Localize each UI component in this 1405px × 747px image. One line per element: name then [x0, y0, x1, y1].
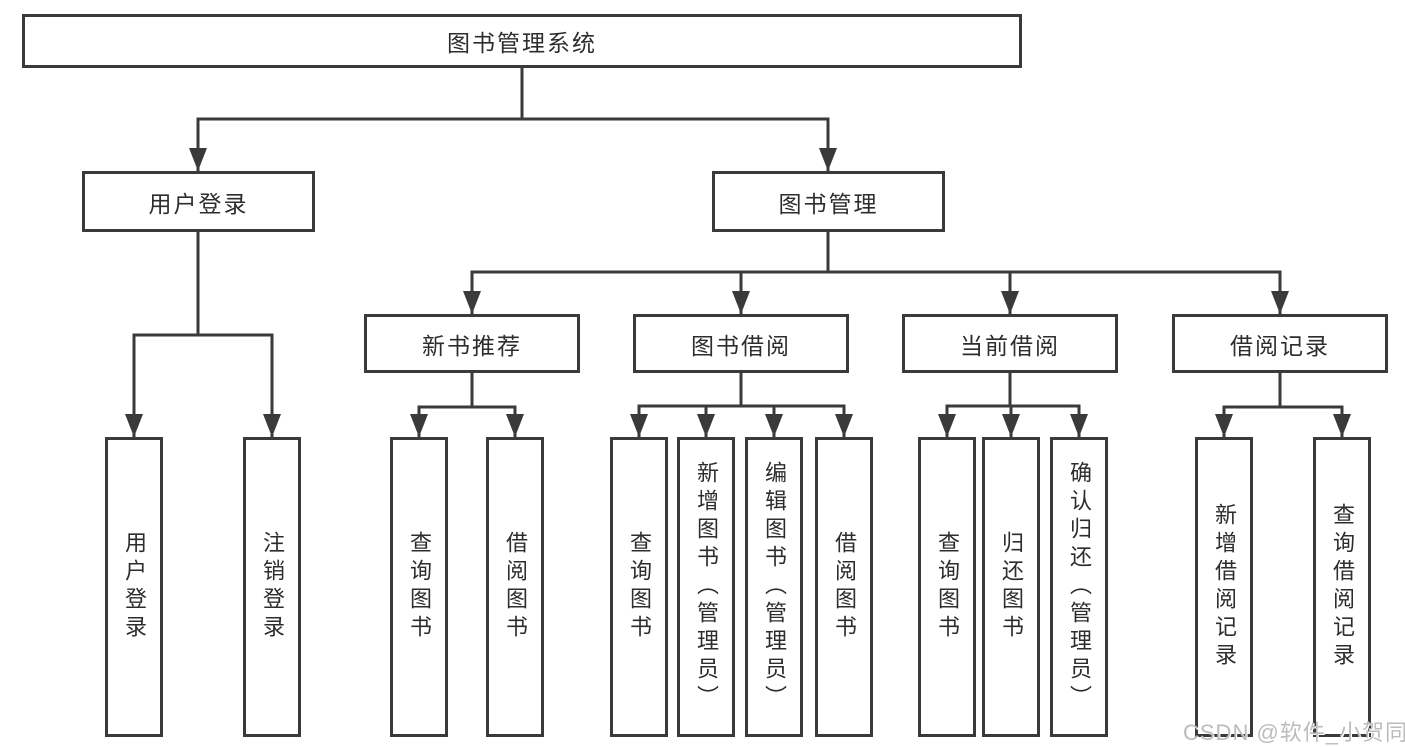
leaf-bb-edit-books-admin: 编辑图书（管理员）	[745, 437, 803, 737]
leaf-logout: 注销登录	[243, 437, 301, 737]
node-label: 查询图书	[407, 531, 432, 643]
node-new-book-recommendation: 新书推荐	[364, 314, 580, 373]
leaf-br-query-record: 查询借阅记录	[1313, 437, 1371, 737]
node-label: 新增图书（管理员）	[694, 461, 719, 713]
watermark: CSDN @软件_小贺同学	[1183, 720, 1405, 745]
node-user-login: 用户登录	[82, 171, 315, 232]
leaf-cb-confirm-return-admin: 确认归还（管理员）	[1050, 437, 1108, 737]
node-current-borrowing: 当前借阅	[902, 314, 1118, 373]
node-label: 注销登录	[260, 531, 285, 643]
node-label: 当前借阅	[960, 332, 1060, 359]
node-label: 查询图书	[935, 531, 960, 643]
node-label: 图书管理系统	[447, 30, 597, 56]
leaf-nbr-borrow-books: 借阅图书	[486, 437, 544, 737]
leaf-bb-borrow-books: 借阅图书	[815, 437, 873, 737]
node-label: 查询借阅记录	[1330, 503, 1355, 671]
leaf-bb-add-books-admin: 新增图书（管理员）	[677, 437, 735, 737]
node-label: 图书管理	[778, 190, 879, 217]
node-label: 用户登录	[122, 531, 147, 643]
leaf-cb-query-books: 查询图书	[918, 437, 976, 737]
leaf-bb-query-books: 查询图书	[610, 437, 668, 737]
node-book-borrowing: 图书借阅	[633, 314, 849, 373]
node-label: 借阅图书	[832, 531, 857, 643]
node-label: 用户登录	[148, 190, 249, 217]
leaf-nbr-query-books: 查询图书	[390, 437, 448, 737]
node-label: 借阅记录	[1230, 332, 1330, 359]
leaf-br-add-record: 新增借阅记录	[1195, 437, 1253, 737]
node-label: 新书推荐	[422, 332, 522, 359]
node-label: 确认归还（管理员）	[1067, 461, 1092, 713]
node-library-management-system: 图书管理系统	[22, 14, 1022, 68]
node-borrowing-records: 借阅记录	[1172, 314, 1388, 373]
node-book-management: 图书管理	[712, 171, 945, 232]
leaf-cb-return-books: 归还图书	[982, 437, 1040, 737]
leaf-user-login: 用户登录	[105, 437, 163, 737]
node-label: 借阅图书	[503, 531, 528, 643]
node-label: 归还图书	[999, 531, 1024, 643]
node-label: 新增借阅记录	[1212, 503, 1237, 671]
node-label: 查询图书	[627, 531, 652, 643]
node-label: 图书借阅	[691, 332, 791, 359]
node-label: 编辑图书（管理员）	[762, 461, 787, 713]
